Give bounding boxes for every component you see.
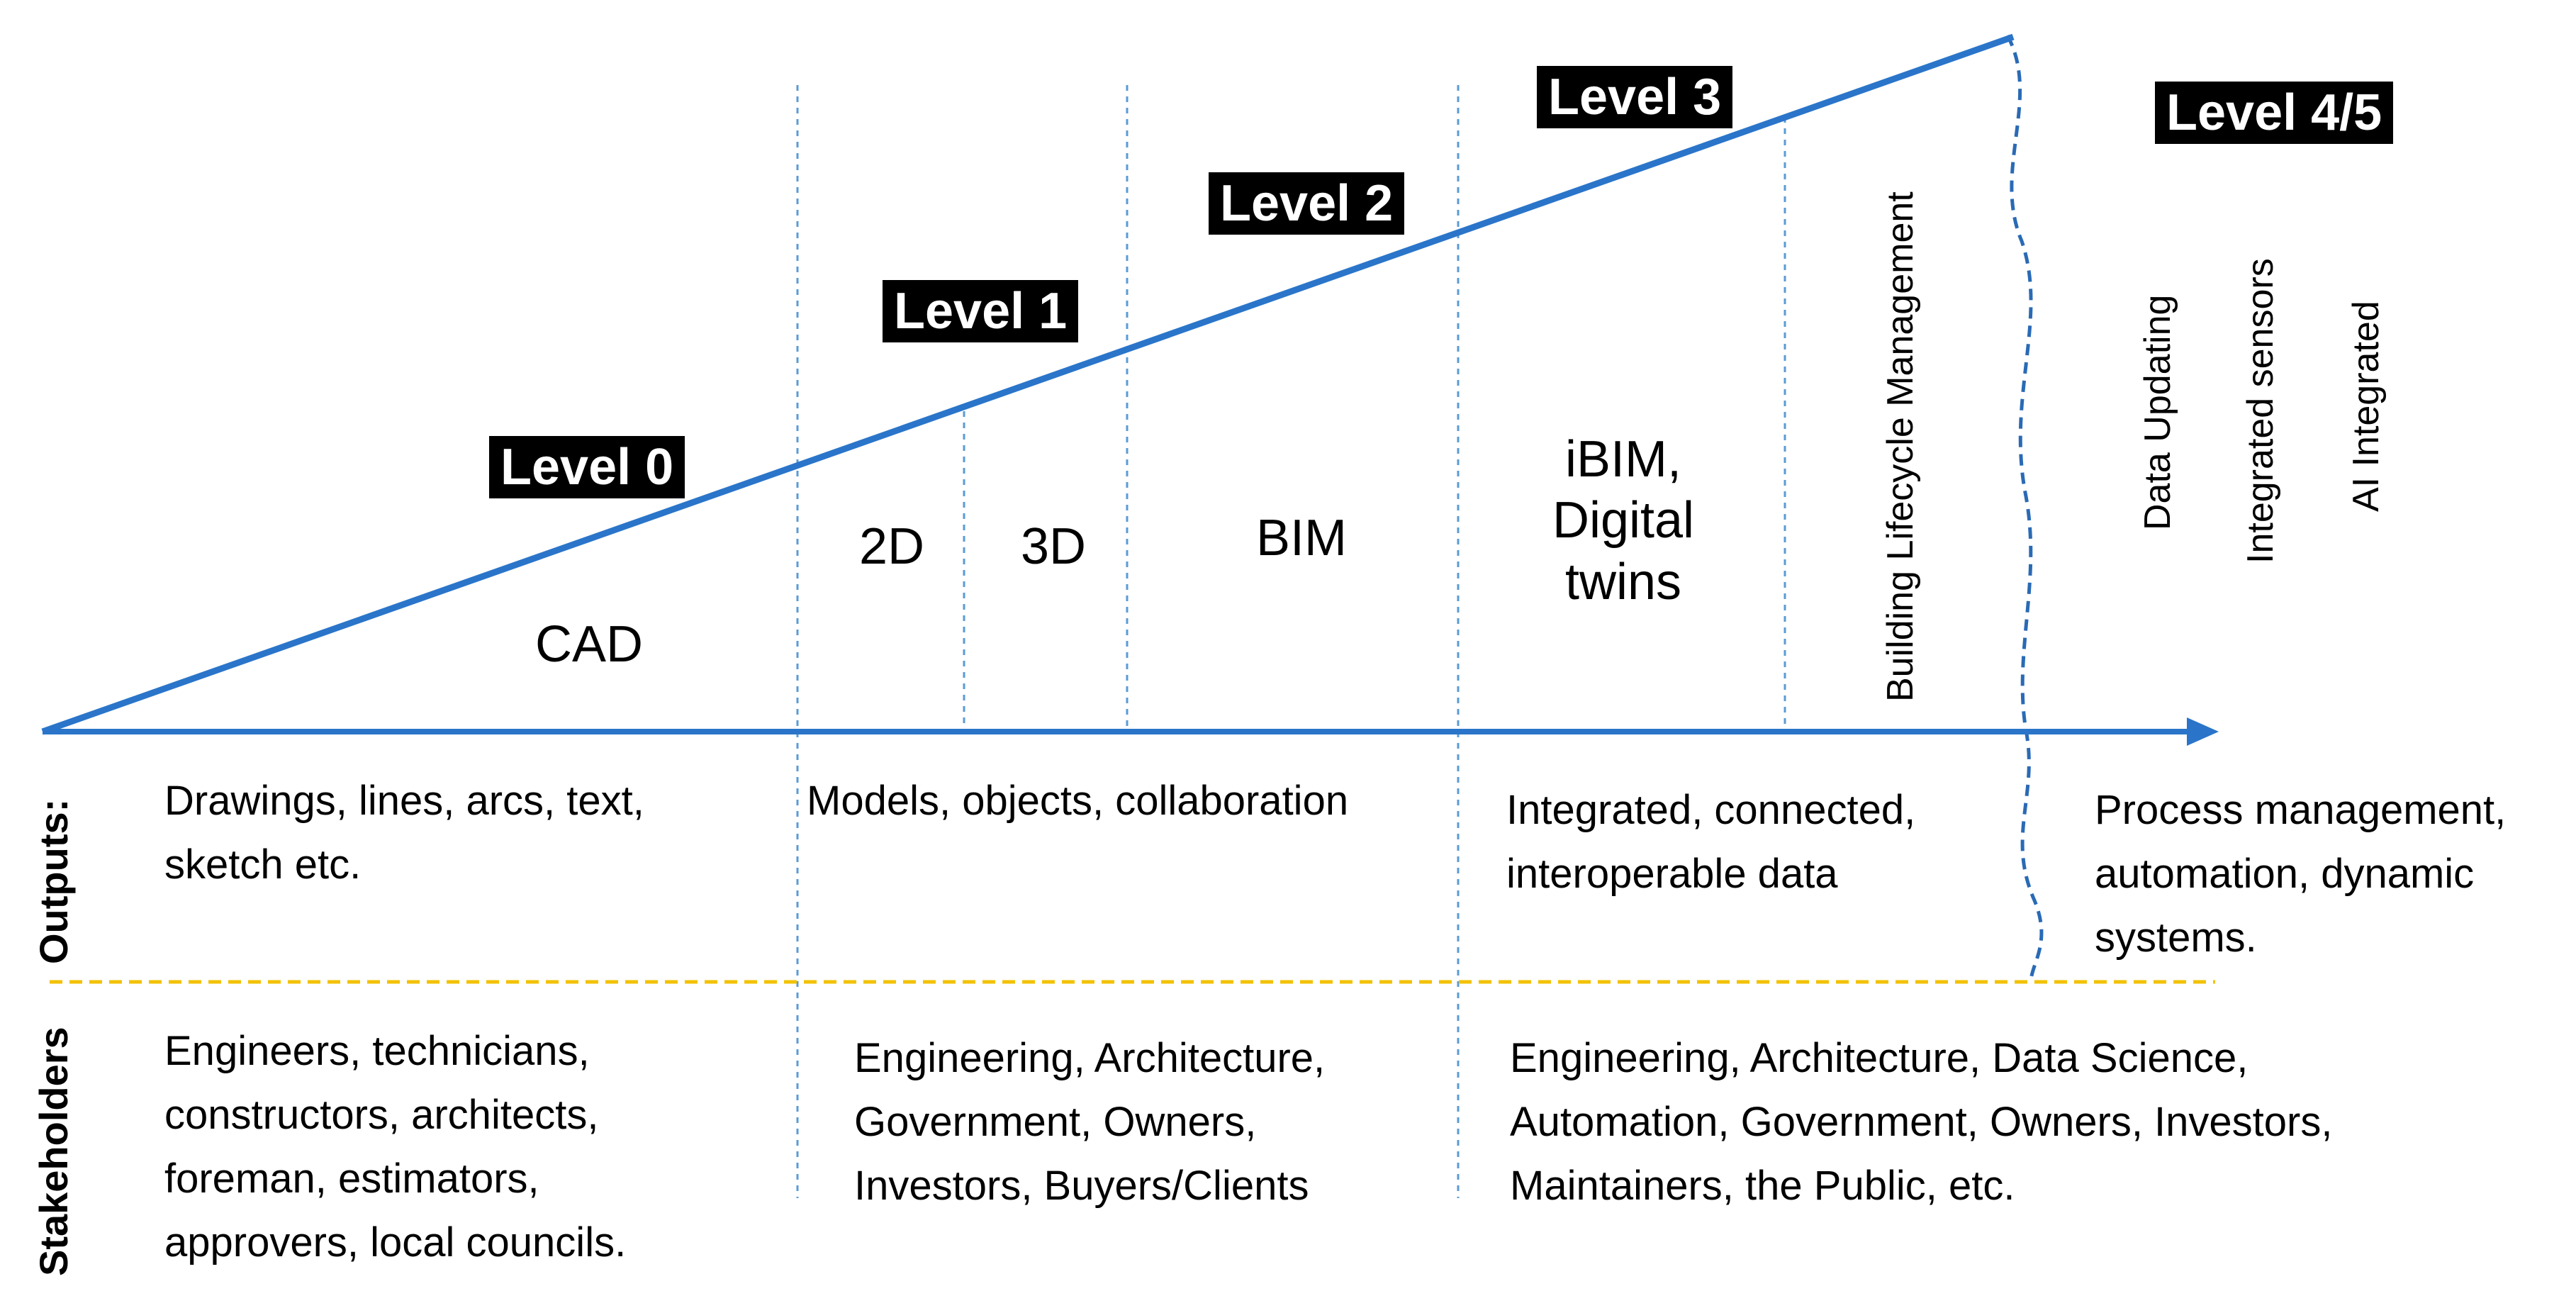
- stakeholders-level3-line-1: Engineering, Architecture, Data Science,: [1510, 1035, 2249, 1081]
- stage-ibim-line-3: twins: [1564, 553, 1682, 610]
- stakeholders-level0-line-4: approvers, local councils.: [164, 1219, 627, 1265]
- stage-building-lifecycle-management: Building Lifecycle Management: [1880, 191, 1921, 702]
- outputs-level3-line-1: Integrated, connected,: [1506, 787, 1916, 833]
- time-axis-arrowhead: [2187, 717, 2219, 746]
- outputs-level3: Integrated, connected, interoperable dat…: [1506, 778, 1915, 906]
- stage-ibim-line-1: iBIM,: [1564, 431, 1681, 488]
- outputs-row-label: Outputs:: [31, 798, 76, 964]
- outputs-level45-line-2: automation, dynamic: [2095, 850, 2475, 897]
- stage-2d: 2D: [859, 518, 925, 575]
- stakeholders-level0-line-3: foreman, estimators,: [164, 1155, 539, 1202]
- stakeholders-level0: Engineers, technicians, constructors, ar…: [164, 1019, 626, 1275]
- stage-ibim: iBIM, Digital twins: [1510, 429, 1737, 613]
- outputs-level0-line-2: sketch etc.: [164, 841, 362, 888]
- outputs-level3-line-2: interoperable data: [1506, 850, 1838, 897]
- level-1-label: Level 1: [883, 280, 1079, 342]
- outputs-level0-line-1: Drawings, lines, arcs, text,: [164, 778, 644, 824]
- stakeholders-level12-line-3: Investors, Buyers/Clients: [854, 1162, 1309, 1209]
- level45-item-ai-integrated: AI Integrated: [2346, 301, 2387, 512]
- outputs-level0: Drawings, lines, arcs, text, sketch etc.: [164, 769, 644, 897]
- level45-item-integrated-sensors: Integrated sensors: [2240, 258, 2281, 564]
- stage-bim: BIM: [1256, 510, 1348, 566]
- column-dividers: [796, 85, 1786, 1198]
- outputs-level12: Models, objects, collaboration: [807, 769, 1348, 833]
- stakeholders-level3: Engineering, Architecture, Data Science,…: [1510, 1027, 2332, 1218]
- stage-3d: 3D: [1021, 518, 1087, 575]
- stakeholders-row-label: Stakeholders: [31, 1027, 76, 1276]
- outputs-level12-line-1: Models, objects, collaboration: [807, 778, 1349, 824]
- level-0-label: Level 0: [489, 436, 685, 498]
- stakeholders-level0-line-2: constructors, architects,: [164, 1091, 599, 1138]
- level-45-label: Level 4/5: [2155, 82, 2394, 144]
- stakeholders-level12-line-1: Engineering, Architecture,: [854, 1035, 1326, 1081]
- level45-item-data-updating: Data Updating: [2137, 294, 2178, 530]
- stage-ibim-line-2: Digital: [1552, 492, 1695, 549]
- level-3-label: Level 3: [1537, 66, 1733, 128]
- level-2-label: Level 2: [1209, 172, 1405, 235]
- outputs-level45-line-3: systems.: [2095, 914, 2257, 961]
- stakeholders-level3-line-2: Automation, Government, Owners, Investor…: [1510, 1098, 2333, 1145]
- stakeholders-level0-line-1: Engineers, technicians,: [164, 1028, 590, 1074]
- stakeholders-level3-line-3: Maintainers, the Public, etc.: [1510, 1162, 2015, 1209]
- outputs-level45-line-1: Process management,: [2095, 787, 2507, 833]
- level45-boundary: [2005, 34, 2044, 983]
- stage-cad: CAD: [535, 616, 644, 673]
- stakeholders-level12-line-2: Government, Owners,: [854, 1098, 1257, 1145]
- maturity-line: [41, 33, 2015, 735]
- stakeholders-level12: Engineering, Architecture, Government, O…: [854, 1027, 1325, 1218]
- outputs-level45: Process management, automation, dynamic …: [2095, 778, 2506, 970]
